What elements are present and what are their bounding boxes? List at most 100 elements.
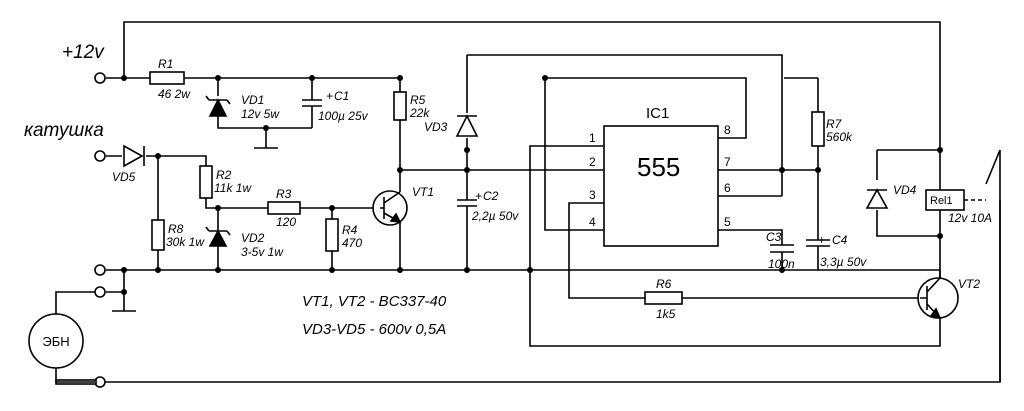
diode-vd5: VD5	[112, 144, 145, 184]
junction-dot	[263, 125, 269, 131]
r3-name: R3	[276, 187, 292, 201]
r1-value: 46 2w	[158, 87, 191, 101]
diode-vd3: VD3	[424, 114, 479, 137]
terminal-ground	[94, 264, 106, 276]
resistor-r7: R7 560k	[811, 111, 853, 147]
ic1-pin-3: 3	[589, 188, 596, 202]
junction-dot	[397, 75, 403, 81]
ic1-pin-6: 6	[724, 181, 731, 195]
rel1-name: Rel1	[930, 195, 953, 207]
zener-vd1: VD1 12v 5w	[205, 93, 280, 121]
ebn-motor: ЭБН	[28, 313, 84, 369]
vd1-name: VD1	[241, 93, 264, 107]
ic1-pin-4: 4	[589, 215, 596, 229]
r7-value: 560k	[826, 130, 853, 144]
c1-plus: +	[326, 89, 333, 103]
junction-dot	[527, 267, 533, 273]
resistor-r1: R1 46 2w	[149, 57, 191, 101]
junction-dots	[121, 75, 943, 295]
transistor-vt1: VT1	[372, 185, 434, 226]
ic1-pin-2: 2	[589, 155, 596, 169]
c2-plus: +	[475, 189, 482, 203]
diode-vd4: VD4	[865, 183, 917, 209]
terminals	[94, 72, 106, 388]
coil-label: катушка	[24, 120, 104, 141]
r6-name: R6	[656, 277, 672, 291]
capacitor-c2: + C2 2,2µ 50v	[457, 189, 519, 223]
junction-dot	[464, 147, 470, 153]
c2-name: C2	[483, 189, 499, 203]
vd2-value: 3-5v 1w	[241, 245, 284, 259]
vd3-name: VD3	[424, 120, 448, 134]
r6-value: 1k5	[656, 307, 676, 321]
vd5-name: VD5	[112, 170, 136, 184]
wires	[55, 21, 1001, 383]
resistor-r8: R8 30k 1w	[151, 219, 205, 251]
vt2-name: VT2	[958, 277, 980, 291]
r1-name: R1	[158, 57, 173, 71]
ic1-name: IC1	[646, 105, 669, 122]
vt1-name: VT1	[412, 185, 434, 199]
c4-plus: +	[818, 233, 825, 247]
junction-dot	[121, 289, 127, 295]
junction-dot	[937, 233, 943, 239]
resistor-r6: R6 1k5	[644, 277, 683, 321]
r2-name: R2	[216, 168, 232, 182]
resistor-r3: R3 120	[267, 187, 301, 229]
capacitor-c1: + C1 100µ 25v	[302, 89, 369, 123]
junction-dot	[121, 267, 127, 273]
capacitor-c4: + C4 3,3µ 50v	[806, 233, 867, 269]
ebn-label: ЭБН	[42, 334, 69, 349]
ic1-pin-8: 8	[724, 123, 731, 137]
junction-dot	[542, 75, 548, 81]
note-transistors: VT1, VT2 - BC337-40	[302, 293, 447, 310]
r5-name: R5	[410, 93, 426, 107]
junction-dot	[215, 267, 221, 273]
c3-value: 100n	[768, 257, 795, 271]
r8-name: R8	[168, 222, 184, 236]
r5-value: 22k	[409, 106, 430, 120]
ic1-pin-7: 7	[724, 155, 731, 169]
c1-name: C1	[334, 89, 349, 103]
c1-value: 100µ 25v	[318, 109, 369, 123]
junction-dot	[121, 75, 127, 81]
r2-value: 11k 1w	[214, 181, 252, 195]
supply-label: +12v	[62, 42, 105, 63]
r4-name: R4	[342, 223, 358, 237]
junction-dot	[464, 267, 470, 273]
junction-dot	[215, 75, 221, 81]
relay-rel1: Rel1 12v 10A	[925, 149, 1001, 382]
ic1-chip: 555	[637, 152, 680, 182]
ic1-pin-5: 5	[724, 215, 731, 229]
junction-dot	[397, 267, 403, 273]
junction-dot	[397, 167, 403, 173]
relay-contact	[985, 149, 1001, 382]
junction-dot	[329, 267, 335, 273]
junction-dot	[215, 205, 221, 211]
vd4-name: VD4	[893, 183, 917, 197]
r3-value: 120	[276, 215, 296, 229]
transistor-vt2: VT2	[917, 277, 980, 320]
ic1-pin-1: 1	[589, 131, 596, 145]
junction-dot	[779, 267, 785, 273]
r7-name: R7	[826, 117, 843, 131]
terminal-coil	[94, 150, 106, 162]
junction-dot	[464, 167, 470, 173]
junction-dot	[155, 153, 161, 159]
vd1-value: 12v 5w	[241, 107, 280, 121]
junction-dot	[329, 205, 335, 211]
terminal-plus12v	[94, 72, 106, 84]
r4-value: 470	[342, 236, 362, 250]
rel1-value: 12v 10A	[948, 211, 992, 225]
note-diodes: VD3-VD5 - 600v 0,5A	[302, 321, 446, 338]
c2-value: 2,2µ 50v	[471, 209, 519, 223]
junction-dot	[815, 167, 821, 173]
vd2-name: VD2	[241, 231, 265, 245]
zener-vd2: VD2 3-5v 1w	[205, 226, 284, 259]
resistor-r5: R5 22k	[393, 91, 430, 121]
r8-value: 30k 1w	[166, 235, 205, 249]
c3-name: C3	[766, 230, 782, 244]
c4-name: C4	[832, 233, 848, 247]
junction-dot	[155, 267, 161, 273]
